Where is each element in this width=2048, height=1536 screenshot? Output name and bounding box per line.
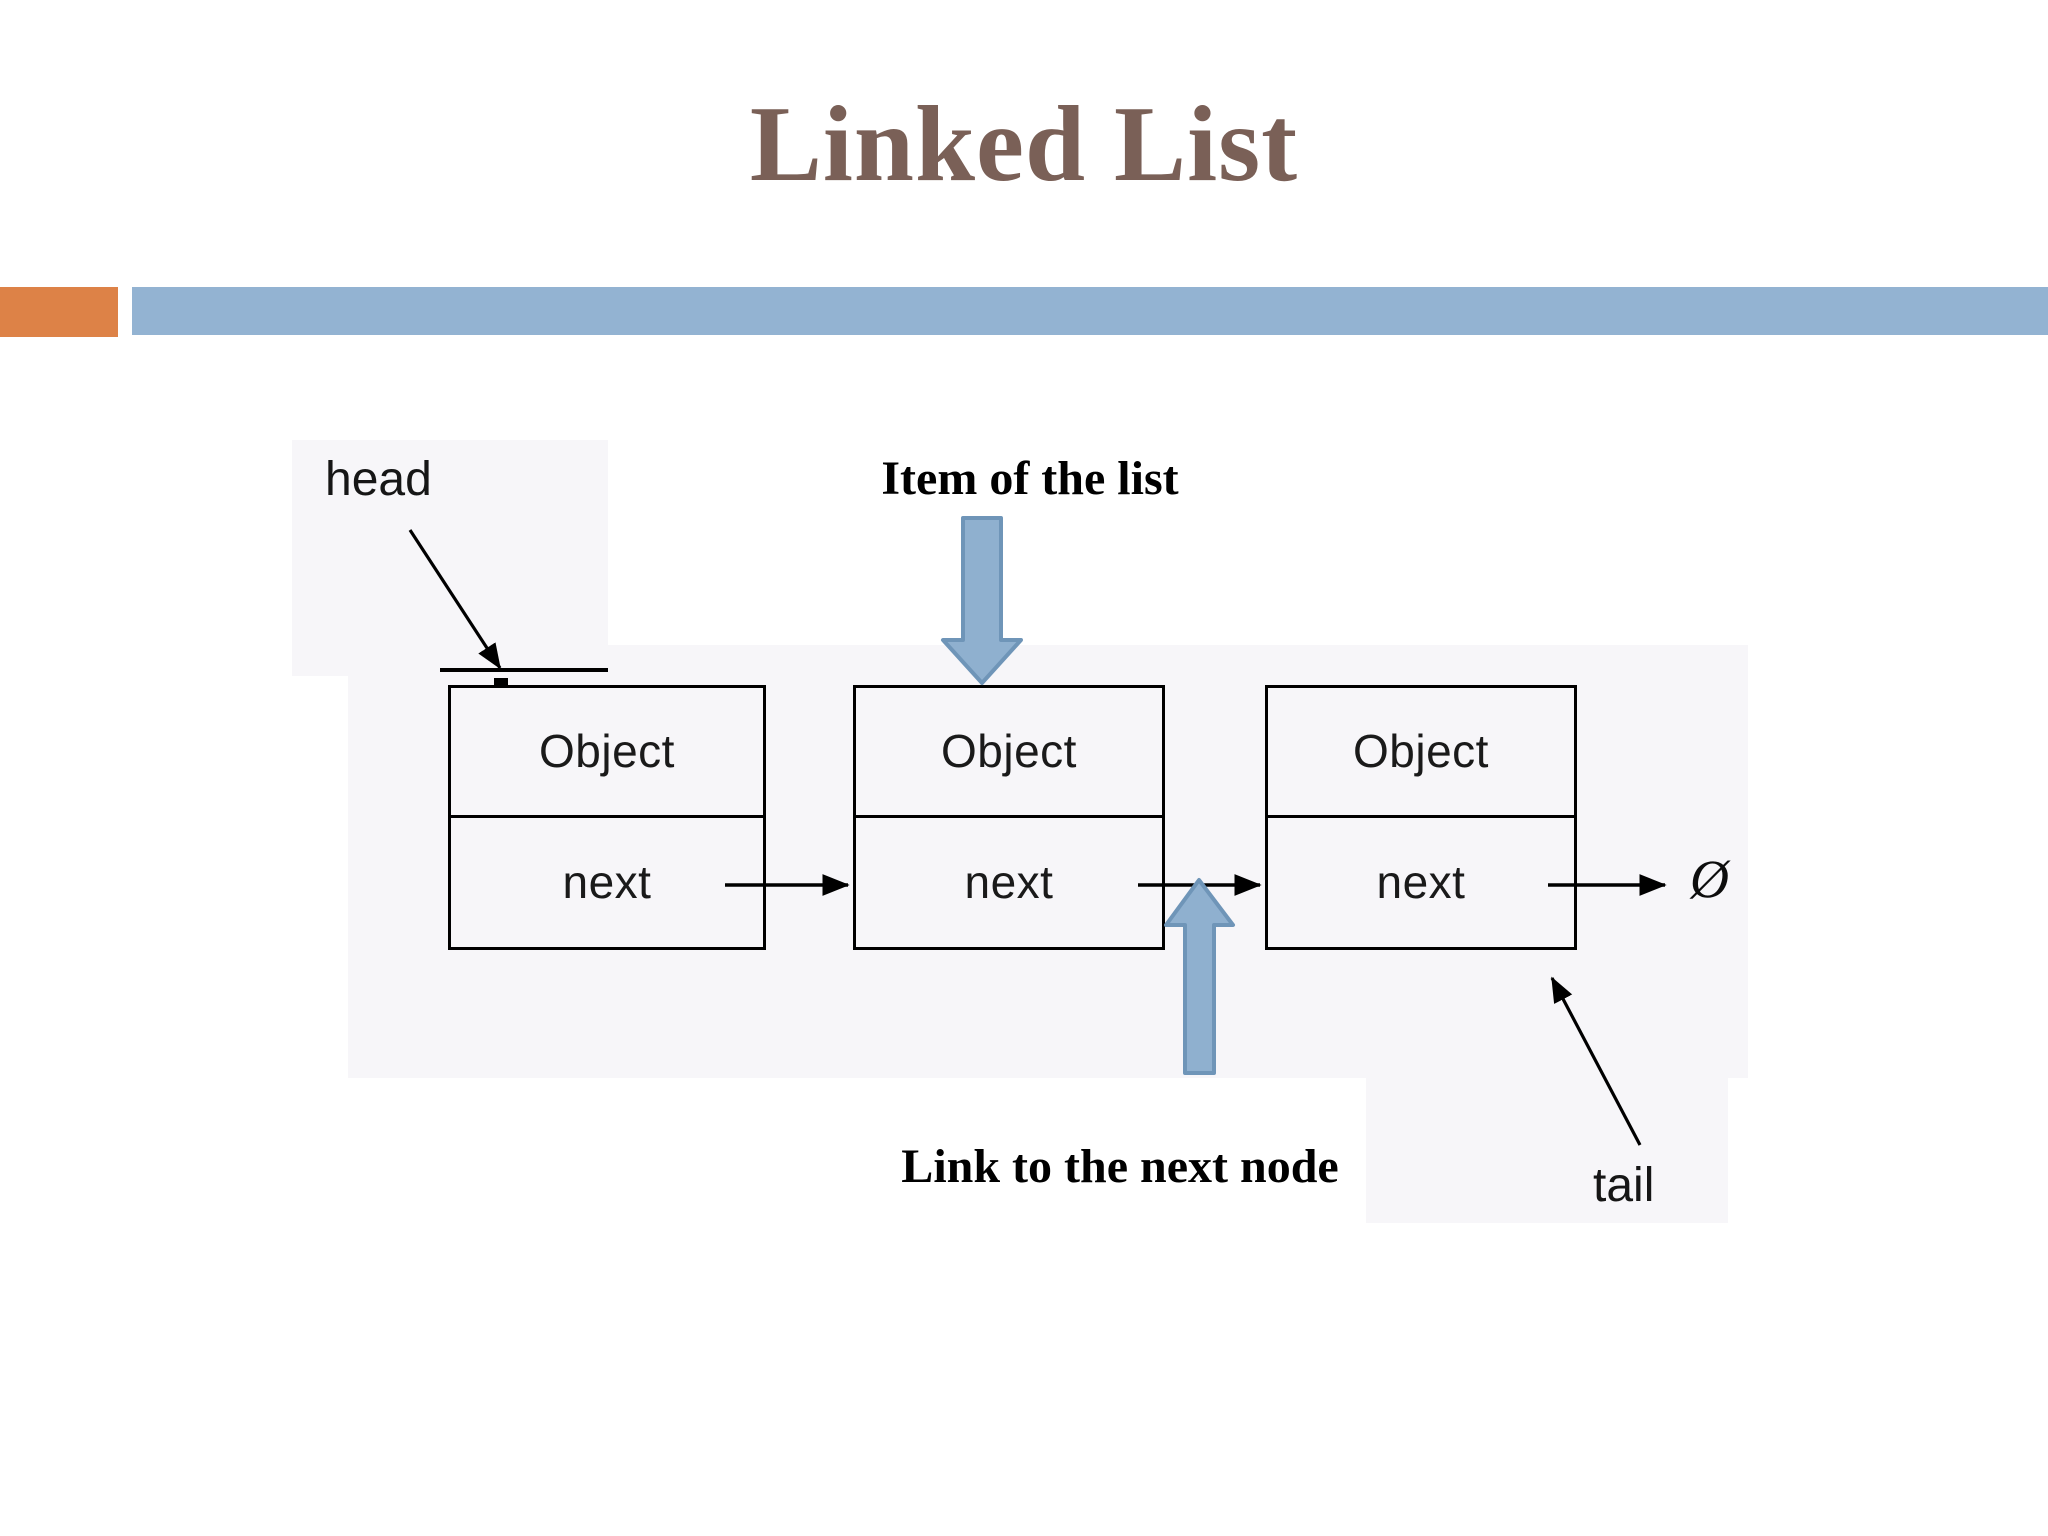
head-pointer-stub	[494, 678, 508, 685]
blue-divider-bar	[132, 287, 2048, 335]
page-title: Linked List	[749, 85, 1299, 204]
head-label: head	[325, 453, 432, 506]
head-pointer-line	[440, 668, 608, 672]
node-1-next-cell: next	[562, 856, 652, 909]
tail-image-panel	[1366, 1078, 1728, 1223]
tail-label: tail	[1593, 1159, 1655, 1212]
callout-link-to-the-next-node: Link to the next node	[901, 1140, 1339, 1193]
orange-accent-bar	[0, 287, 118, 337]
node-3-object-cell: Object	[1268, 688, 1574, 818]
node-3-next-cell: next	[1376, 856, 1466, 909]
null-symbol: Ø	[1690, 849, 1729, 909]
list-node-3: Object next	[1265, 685, 1577, 950]
node-1-object-cell: Object	[451, 688, 763, 818]
list-node-2: Object next	[853, 685, 1165, 950]
callout-item-of-the-list: Item of the list	[881, 452, 1179, 505]
node-2-object-cell: Object	[856, 688, 1162, 818]
diagram-image-panel	[348, 645, 1748, 1078]
list-node-1: Object next	[448, 685, 766, 950]
node-2-next-cell: next	[964, 856, 1054, 909]
